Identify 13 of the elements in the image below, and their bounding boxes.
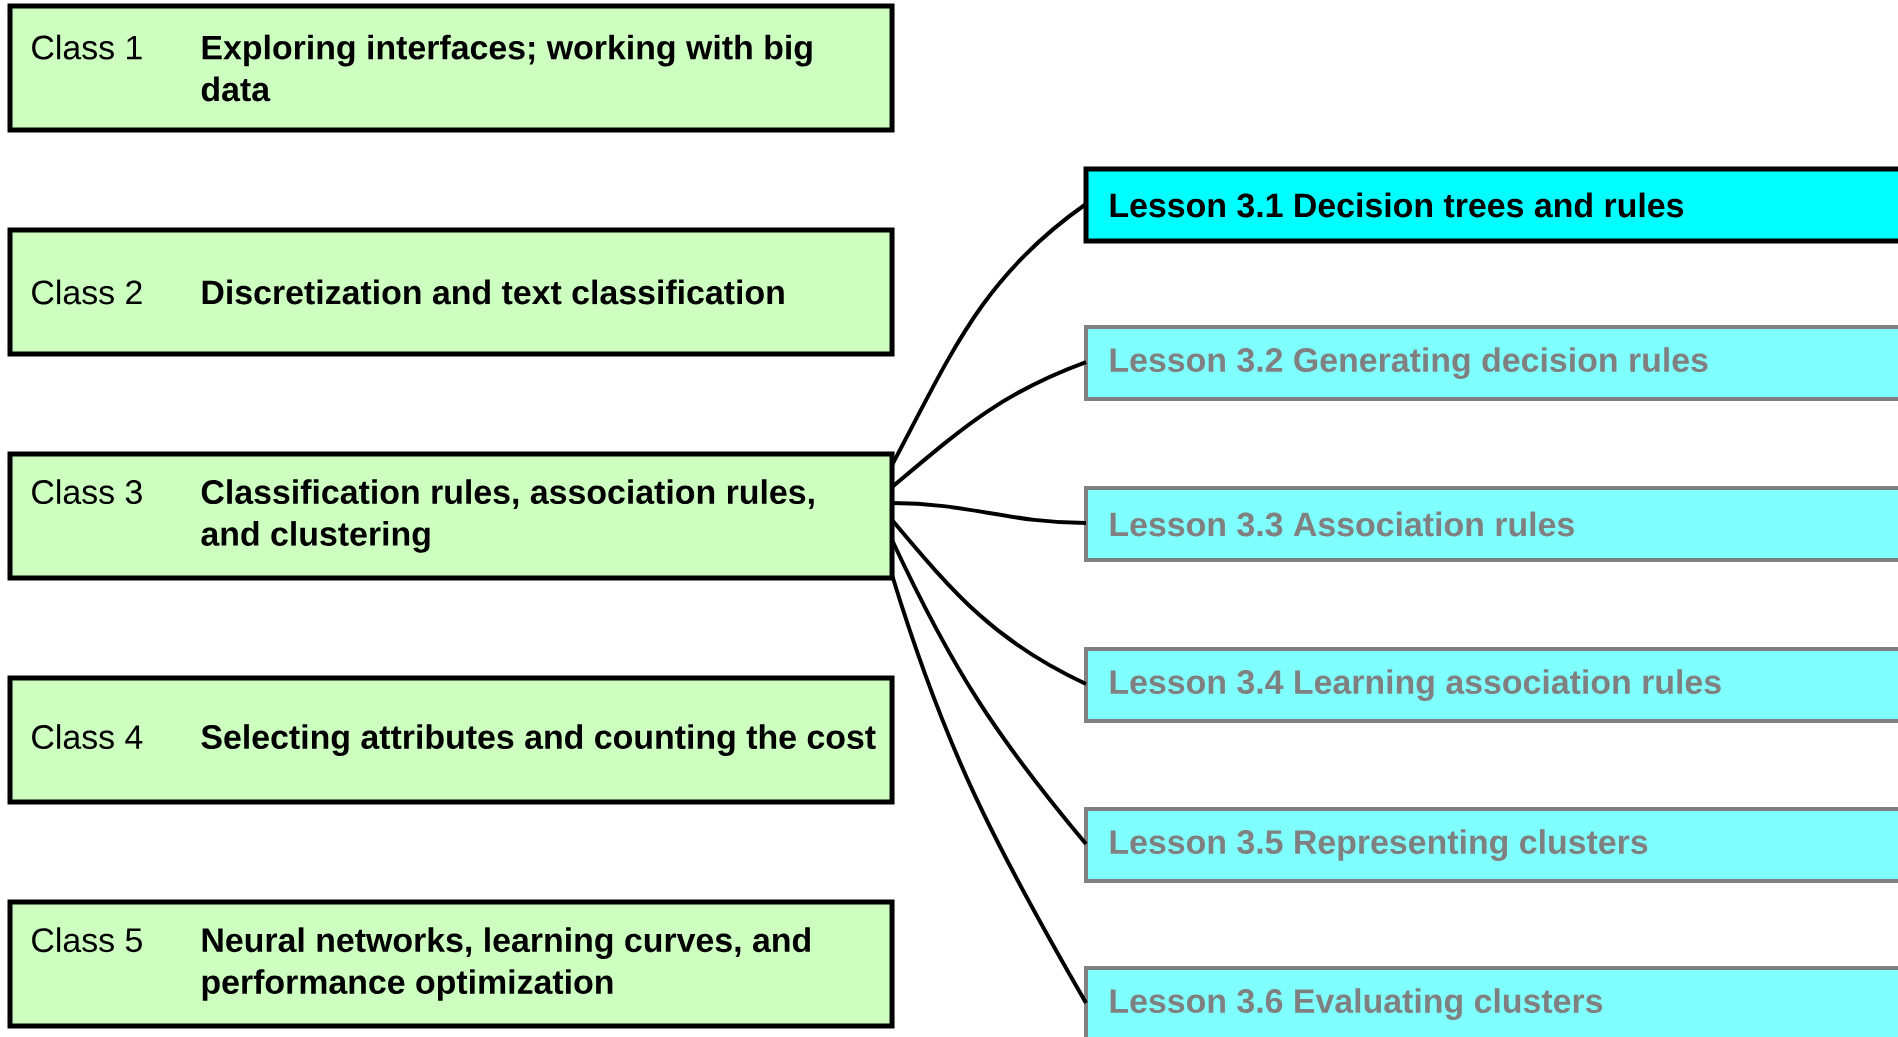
lesson-box: Lesson 3.4 Learning association rules: [1084, 647, 1898, 723]
class-box: Class 4 Selecting attributes and counting the cost: [7, 675, 895, 805]
lesson-box: Lesson 3.2 Generating decision rules: [1084, 325, 1898, 401]
lesson-box: Lesson 3.6 Evaluating clusters: [1084, 966, 1898, 1037]
lesson-box: Lesson 3.1 Decision trees and rules: [1083, 166, 1898, 244]
connector-line: [892, 501, 1087, 525]
class-box: Class 2 Discretization and text classification: [7, 227, 895, 357]
class-box: Class 3 Classification rules, association rules, and clustering: [7, 451, 895, 581]
class-box: Class 5 Neural networks, learning curves, and performance optimization: [7, 899, 895, 1029]
lesson-box: Lesson 3.5 Representing clusters: [1084, 807, 1898, 883]
class-box: Class 1 Exploring interfaces; working with big data: [7, 3, 895, 133]
lesson-box: Lesson 3.3 Association rules: [1084, 486, 1898, 562]
connector-line: [890, 574, 1088, 1004]
